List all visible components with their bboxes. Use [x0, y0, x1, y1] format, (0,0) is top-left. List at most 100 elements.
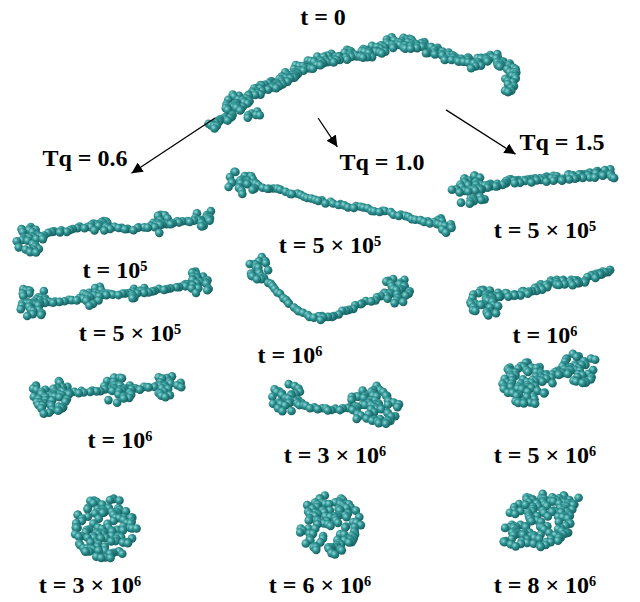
monomer-bead: [558, 176, 567, 185]
time-label: t = 10⁶: [86, 427, 155, 453]
monomer-bead: [542, 177, 551, 186]
monomer-bead: [39, 235, 48, 244]
monomer-bead: [223, 116, 232, 125]
monomer-bead: [352, 415, 361, 424]
monomer-bead: [288, 190, 297, 199]
polymer-chain: [71, 494, 141, 562]
monomer-bead: [313, 405, 322, 414]
monomer-bead: [287, 407, 296, 416]
polymer-chain: [204, 33, 520, 133]
monomer-bead: [81, 547, 90, 556]
time-label: t = 5 × 10⁶: [492, 442, 599, 468]
monomer-bead: [32, 248, 41, 257]
monomer-bead: [599, 171, 608, 180]
monomer-bead: [296, 528, 305, 537]
monomer-bead: [197, 222, 206, 231]
monomer-bead: [330, 58, 339, 67]
monomer-bead: [106, 496, 115, 505]
monomer-bead: [104, 396, 113, 405]
monomer-bead: [198, 222, 207, 231]
monomer-bead: [527, 178, 536, 187]
monomer-bead: [367, 297, 376, 306]
monomer-bead: [113, 398, 122, 407]
monomer-bead: [155, 229, 164, 238]
time-label: t = 5 × 10⁵: [277, 232, 384, 258]
monomer-bead: [255, 111, 264, 120]
monomer-bead: [323, 406, 332, 415]
monomer-bead: [520, 399, 529, 408]
polymer-chain: [224, 168, 455, 237]
monomer-bead: [192, 289, 201, 298]
polymer-chain: [12, 207, 215, 257]
time-label: t = 5 × 10⁵: [492, 217, 599, 243]
monomer-bead: [431, 50, 440, 59]
monomer-bead: [568, 281, 577, 290]
monomer-bead: [504, 88, 513, 97]
monomer-bead: [536, 543, 545, 552]
monomer-bead: [236, 106, 245, 115]
time-label: t = 10⁶: [511, 322, 580, 348]
monomer-bead: [477, 196, 486, 205]
monomer-bead: [501, 524, 510, 533]
monomer-bead: [83, 505, 92, 514]
monomer-bead: [326, 522, 335, 531]
polymer-chain: [466, 266, 614, 320]
monomer-bead: [331, 550, 340, 559]
monomer-bead: [166, 220, 175, 229]
time-label: t = 3 × 10⁶: [282, 442, 389, 468]
monomer-bead: [399, 298, 408, 307]
monomer-bead: [304, 516, 313, 525]
monomer-bead: [132, 524, 141, 533]
monomer-bead: [248, 185, 257, 194]
monomer-bead: [160, 286, 169, 295]
monomer-bead: [484, 311, 493, 320]
monomer-bead: [555, 281, 564, 290]
quench-temperature: Tq = 1.0: [335, 147, 428, 177]
monomer-bead: [496, 62, 505, 71]
time-label: t = 5 × 10⁵: [77, 320, 184, 346]
monomer-bead: [375, 208, 384, 217]
monomer-bead: [591, 274, 600, 283]
monomer-bead: [124, 539, 133, 548]
monomer-bead: [524, 368, 533, 377]
monomer-bead: [186, 218, 195, 227]
monomer-bead: [115, 496, 124, 505]
monomer-bead: [316, 316, 325, 325]
monomer-bead: [504, 88, 513, 97]
monomer-bead: [610, 174, 619, 183]
monomer-bead: [558, 176, 567, 185]
monomer-bead: [264, 266, 273, 275]
polymer-chain: [296, 491, 365, 559]
polymer-chain: [448, 165, 619, 208]
time-label: t = 6 × 10⁶: [267, 572, 374, 598]
quench-temperature: Tq = 0.6: [38, 143, 131, 173]
monomer-bead: [359, 53, 368, 62]
monomer-bead: [345, 538, 354, 547]
time-label: t = 8 × 10⁶: [492, 572, 599, 598]
monomer-bead: [422, 49, 431, 58]
monomer-bead: [598, 171, 607, 180]
monomer-bead: [378, 49, 387, 58]
monomer-bead: [37, 311, 46, 320]
monomer-bead: [302, 539, 311, 548]
branch-arrow: [446, 110, 515, 154]
monomer-bead: [143, 223, 152, 232]
monomer-bead: [382, 419, 391, 428]
quench-temperature: Tq = 1.5: [515, 127, 608, 157]
monomer-bead: [394, 212, 403, 221]
polymer-chain: [498, 349, 599, 407]
monomer-bead: [504, 88, 513, 97]
monomer-bead: [272, 84, 281, 93]
monomer-bead: [238, 190, 247, 199]
monomer-bead: [129, 226, 138, 235]
monomer-bead: [578, 379, 587, 388]
branch-arrow: [132, 118, 215, 173]
monomer-bead: [263, 184, 272, 193]
monomer-bead: [548, 379, 557, 388]
monomer-bead: [390, 299, 399, 308]
monomer-bead: [442, 228, 451, 237]
monomer-bead: [336, 406, 345, 415]
monomer-bead: [334, 519, 343, 528]
monomer-bead: [554, 536, 563, 545]
